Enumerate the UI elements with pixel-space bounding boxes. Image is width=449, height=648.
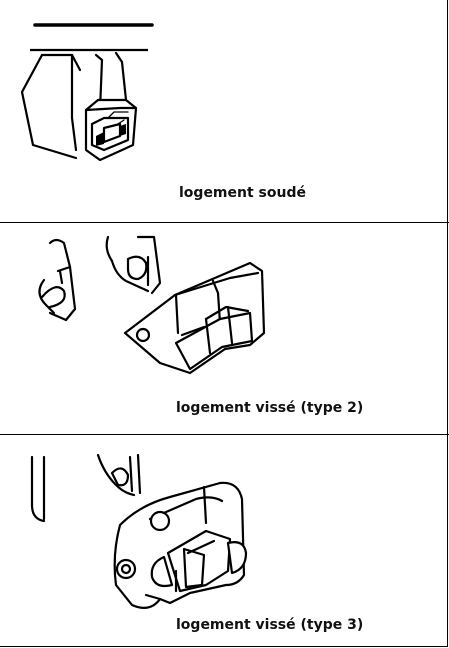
panel-divider-2 (0, 434, 449, 435)
caption-screwed-housing-type-2: logement vissé (type 2) (176, 400, 364, 416)
screwed-housing-type-2-illustration (38, 235, 266, 375)
panel-screwed-housing-type-2: logement vissé (type 2) (0, 223, 449, 434)
panel-screwed-housing-type-3: logement vissé (type 3) (0, 435, 449, 648)
caption-screwed-housing-type-3: logement vissé (type 3) (176, 617, 364, 633)
panel-welded-housing: logement soudé (0, 0, 449, 222)
welded-housing-illustration (20, 23, 154, 162)
panel-divider-1 (0, 222, 449, 223)
screwed-housing-type-3-illustration (30, 453, 248, 610)
caption-welded-housing: logement soudé (179, 185, 306, 201)
